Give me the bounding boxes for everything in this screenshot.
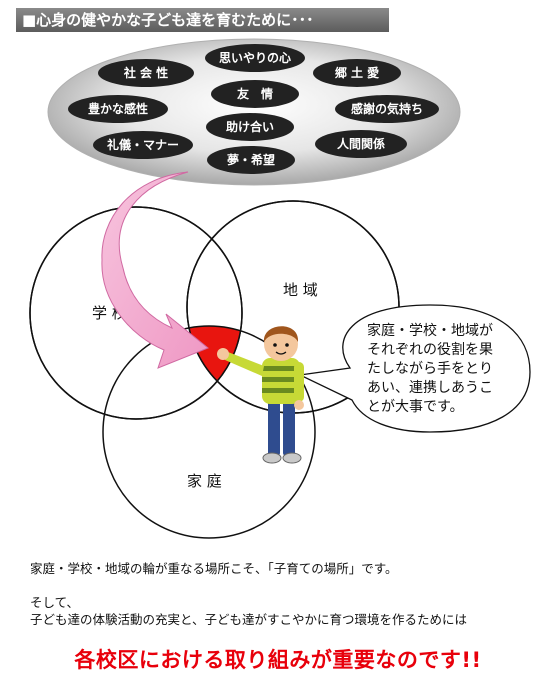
bubble-line: 家庭・学校・地域が [367, 322, 493, 339]
bubble-line: あい、連携しあうこ [367, 380, 493, 396]
value-pill-kyodoai: 郷 土 愛 [313, 59, 401, 87]
value-label: 社 会 性 [123, 65, 168, 80]
section-header: ■心身の健やかな子ども達を育むために･･･ [16, 8, 389, 32]
value-label: 豊かな感性 [88, 101, 148, 116]
value-label: 礼儀・マナー [107, 137, 179, 152]
label-community: 地 域 [283, 281, 318, 299]
value-pill-ningen: 人間関係 [315, 130, 407, 158]
value-label: 感謝の気持ち [351, 101, 423, 116]
value-label: 助け合い [226, 119, 274, 134]
child-illustration [217, 326, 304, 464]
value-pill-yujo: 友 情 [211, 80, 299, 108]
label-home: 家 庭 [187, 472, 222, 490]
value-pill-yutaka: 豊かな感性 [68, 95, 168, 123]
body-line-3: 子ども達の体験活動の充実と、子ども達がすこやかに育つ環境を作るためには [30, 612, 468, 627]
body-line-2: そして、 [30, 595, 80, 610]
value-pill-shakaisei: 社 会 性 [98, 59, 194, 87]
value-label: 友 情 [236, 86, 273, 101]
bubble-line: とが大事です。 [367, 399, 464, 415]
value-label: 郷 土 愛 [335, 65, 379, 80]
value-pill-reigi: 礼儀・マナー [93, 131, 193, 159]
value-label: 人間関係 [337, 136, 385, 151]
venn-circle-home [102, 325, 316, 539]
value-pill-kansha: 感謝の気持ち [335, 95, 439, 123]
value-label: 思いやりの心 [219, 51, 291, 65]
diagram: 社 会 性 思いやりの心 郷 土 愛 友 情 豊かな感性 感謝の気持ち 助け合い… [29, 38, 531, 539]
value-pill-omoiyari: 思いやりの心 [205, 44, 305, 72]
bubble-line: それぞれの役割を果 [367, 341, 493, 358]
speech-bubble: 家庭・学校・地域が それぞれの役割を果 たしながら手をとり あい、連携しあうこ … [297, 304, 531, 433]
body-line-1: 家庭・学校・地域の輪が重なる場所こそ、「子育ての場所」です。 [30, 561, 398, 576]
arrow-pink [101, 171, 209, 369]
bubble-line: たしながら手をとり [367, 361, 493, 377]
emphasis-text: 各校区における取り組みが重要なのです!! [74, 648, 482, 672]
value-pill-yume: 夢・希望 [207, 146, 295, 174]
value-label: 夢・希望 [227, 152, 275, 167]
value-pill-tasukeai: 助け合い [206, 113, 294, 141]
